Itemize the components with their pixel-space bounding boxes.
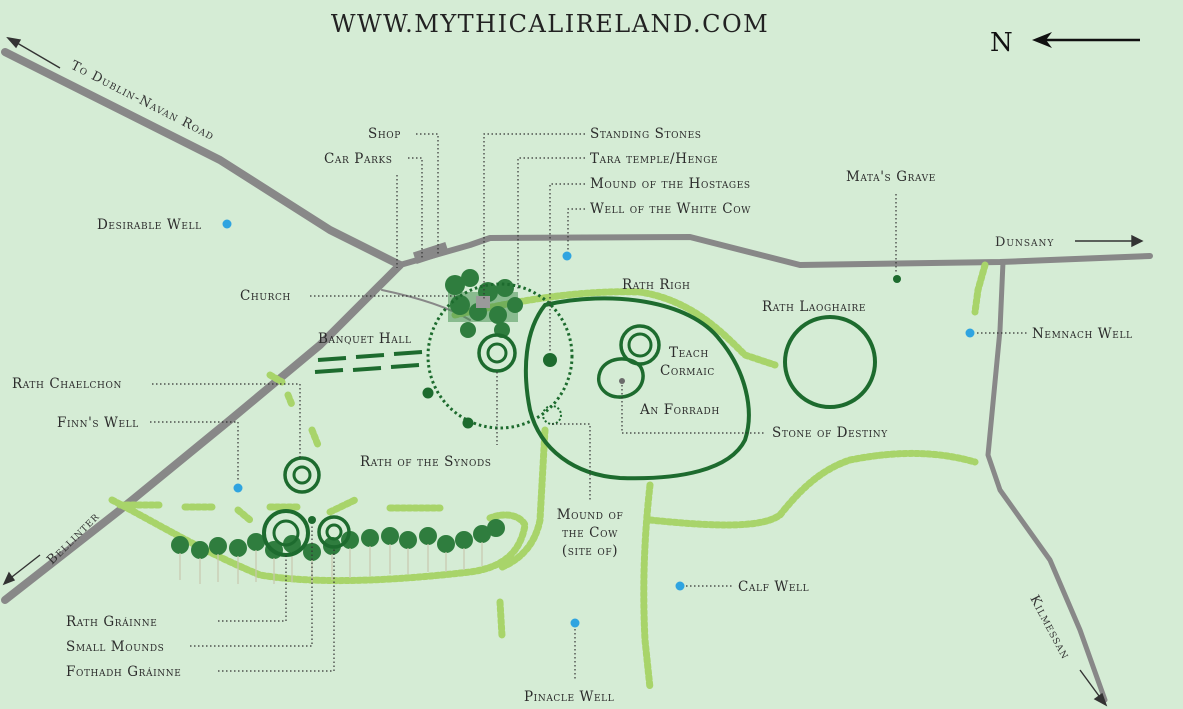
rath-grainne-outer — [262, 509, 310, 557]
label-mound-cow-1: Mound of — [557, 507, 624, 523]
label-shop: Shop — [368, 126, 401, 142]
leader-lines — [150, 133, 1027, 680]
north-arrow-icon: N — [990, 28, 1140, 58]
road-bellinter — [1, 261, 404, 604]
label-fothadh-grainne: Fothadh Gráinne — [66, 664, 181, 680]
finns-well-marker — [233, 483, 243, 493]
tree-trunks — [179, 542, 483, 584]
teach-cormaic-inner — [627, 332, 653, 358]
road-dublin — [1, 48, 404, 269]
label-teach-cormaic-1: Teach — [669, 345, 709, 361]
calf-well-marker — [675, 581, 685, 591]
hedge-east-vertical — [640, 481, 654, 692]
label-matas-grave: Mata's Grave — [846, 169, 936, 185]
hedge-south-stub — [496, 598, 506, 640]
tree-cluster-church — [445, 269, 523, 338]
small-mound-2 — [462, 417, 474, 429]
label-well-white-cow: Well of the White Cow — [590, 201, 751, 217]
label-church: Church — [240, 288, 291, 304]
hedge-east-curve — [646, 449, 979, 529]
place-labels: Shop Car Parks Standing Stones Tara temp… — [12, 126, 1133, 705]
white-cow-well-marker — [562, 251, 572, 261]
label-nemnach-well: Nemnach Well — [1032, 326, 1133, 342]
wells — [222, 219, 975, 628]
rath-laoghaire-ring — [783, 315, 877, 409]
rath-chaelchon-inner — [292, 465, 312, 485]
label-car-parks: Car Parks — [324, 151, 393, 167]
mound-of-hostages-marker — [543, 353, 557, 367]
hedge-middle-vertical — [496, 426, 549, 572]
road-label-dunsany: Dunsany — [995, 235, 1054, 250]
site-title: WWW.MYTHICALIRELAND.COM — [331, 10, 769, 38]
hedge-west-sprigs — [266, 371, 322, 449]
tara-henge-ring — [426, 282, 574, 430]
fothadh-grainne-outer — [317, 515, 351, 549]
nemnach-well-marker — [965, 328, 975, 338]
mound-of-cow-site — [542, 405, 562, 425]
rath-synods-inner — [486, 342, 508, 364]
road-kilmessan — [985, 259, 1108, 703]
small-mound-1 — [422, 387, 434, 399]
stone-of-destiny-marker — [619, 378, 625, 384]
hedge-west-top — [116, 496, 444, 524]
label-stone-of-destiny: Stone of Destiny — [772, 425, 888, 441]
label-mound-cow-2: the Cow — [562, 525, 618, 541]
label-mound-hostages: Mound of the Hostages — [590, 176, 751, 192]
road-main — [397, 234, 1153, 268]
label-rath-chaelchon: Rath Chaelchon — [12, 376, 122, 392]
label-calf-well: Calf Well — [738, 579, 809, 595]
small-mounds-marker — [308, 516, 316, 524]
label-rath-synods: Rath of the Synods — [360, 454, 492, 470]
label-rath-laoghaire: Rath Laoghaire — [762, 299, 866, 315]
car-park — [412, 242, 450, 264]
rath-na-riogh-enclosure — [523, 296, 751, 481]
label-desirable-well: Desirable Well — [97, 217, 202, 233]
label-an-forradh: An Forradh — [639, 402, 720, 418]
label-rath-grainne: Rath Gráinne — [66, 614, 157, 630]
label-pinacle-well: Pinacle Well — [524, 689, 614, 705]
label-teach-cormaic-2: Cormaic — [660, 363, 715, 379]
pinacle-well-marker — [570, 618, 580, 628]
church-building — [476, 296, 490, 308]
north-label: N — [990, 28, 1013, 58]
desirable-well-marker — [222, 219, 232, 229]
rath-chaelchon-outer — [283, 456, 321, 494]
label-small-mounds: Small Mounds — [66, 639, 164, 655]
label-finns-well: Finn's Well — [57, 415, 139, 431]
rath-grainne-inner — [272, 519, 300, 547]
fothadh-grainne-inner — [325, 523, 343, 541]
label-mound-cow-3: (site of) — [562, 543, 618, 559]
an-forradh-ring — [597, 357, 645, 399]
road-arrows — [2, 36, 1144, 707]
earthworks — [262, 275, 901, 557]
hedge-nemnach — [971, 261, 989, 316]
label-banquet-hall: Banquet Hall — [318, 331, 412, 347]
banquet-hall-banks — [314, 350, 423, 374]
label-standing-stones: Standing Stones — [590, 126, 702, 142]
label-rath-righ: Rath Righ — [622, 277, 690, 293]
rath-synods-outer — [477, 333, 517, 373]
matas-grave-marker — [893, 275, 901, 283]
label-tara-temple: Tara temple/Henge — [590, 151, 718, 167]
roads — [1, 48, 1153, 703]
